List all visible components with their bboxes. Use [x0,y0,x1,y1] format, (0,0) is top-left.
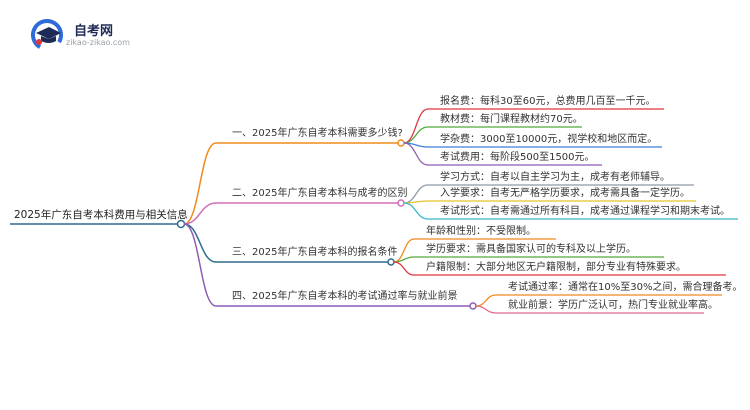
leaf-label: 入学要求：自考无严格学历要求，成考需具备一定学历。 [440,188,690,199]
edge-b4-leaf-2 [475,305,497,314]
leaf-label: 学历要求：需具备国家认可的专科及以上学历。 [426,244,636,255]
logo-subtitle: zikao-zikao.com [66,38,130,47]
branch-2-node [397,199,405,207]
edge-root-branch-2 [183,202,217,225]
branch-3-label: 三、2025年广东自考本科的报名条件 [232,247,398,258]
root-label: 2025年广东自考本科费用与相关信息 [14,209,188,221]
edge-b4-leaf-1 [475,294,497,307]
edge-root-branch-4 [183,223,217,307]
leaf-label: 户籍限制：大部分地区无户籍限制，部分专业有特殊要求。 [426,262,686,273]
edge-b3-leaf-3 [393,261,415,276]
edge-root-branch-1 [183,142,217,225]
root-node [176,219,186,229]
branch-1-label: 一、2025年广东自考本科需要多少钱? [232,128,403,139]
edge-b2-leaf-1 [403,184,429,204]
leaf-label: 就业前景：学历广泛认可，热门专业就业率高。 [508,300,718,311]
edge-b1-leaf-1 [403,108,429,144]
leaf-label: 学杂费：3000至10000元，视学校和地区而定。 [440,134,658,145]
edge-b2-leaf-3 [403,202,429,220]
branch-1-node [397,139,405,147]
edge-b1-leaf-2 [403,126,429,144]
leaf-label: 学习方式：自考以自主学习为主，成考有老师辅导。 [440,172,670,183]
edge-root-branch-3 [183,223,217,263]
logo-title: 自考网 [74,24,114,39]
graduation-cap-icon [30,19,63,51]
leaf-label: 考试形式：自考需通过所有科目，成考通过课程学习和期末考试。 [440,206,730,217]
branch-4-node [469,302,477,310]
branch-2-label: 二、2025年广东自考本科与成考的区别 [232,188,408,199]
site-logo[interactable]: 自考网 zikao-zikao.com [30,18,140,54]
branch-3-node [387,258,395,266]
branch-4-label: 四、2025年广东自考本科的考试通过率与就业前景 [232,291,458,302]
edge-b1-leaf-4 [403,142,429,166]
leaf-label: 考试费用：每阶段500至1500元。 [440,152,595,163]
leaf-label: 教材费：每门课程教材约70元。 [440,114,583,125]
leaf-label: 报名费：每科30至60元，总费用几百至一千元。 [440,96,656,107]
leaf-label: 年龄和性别：不受限制。 [426,226,536,237]
leaf-label: 考试通过率：通常在10%至30%之间，需合理备考。 [508,282,743,293]
